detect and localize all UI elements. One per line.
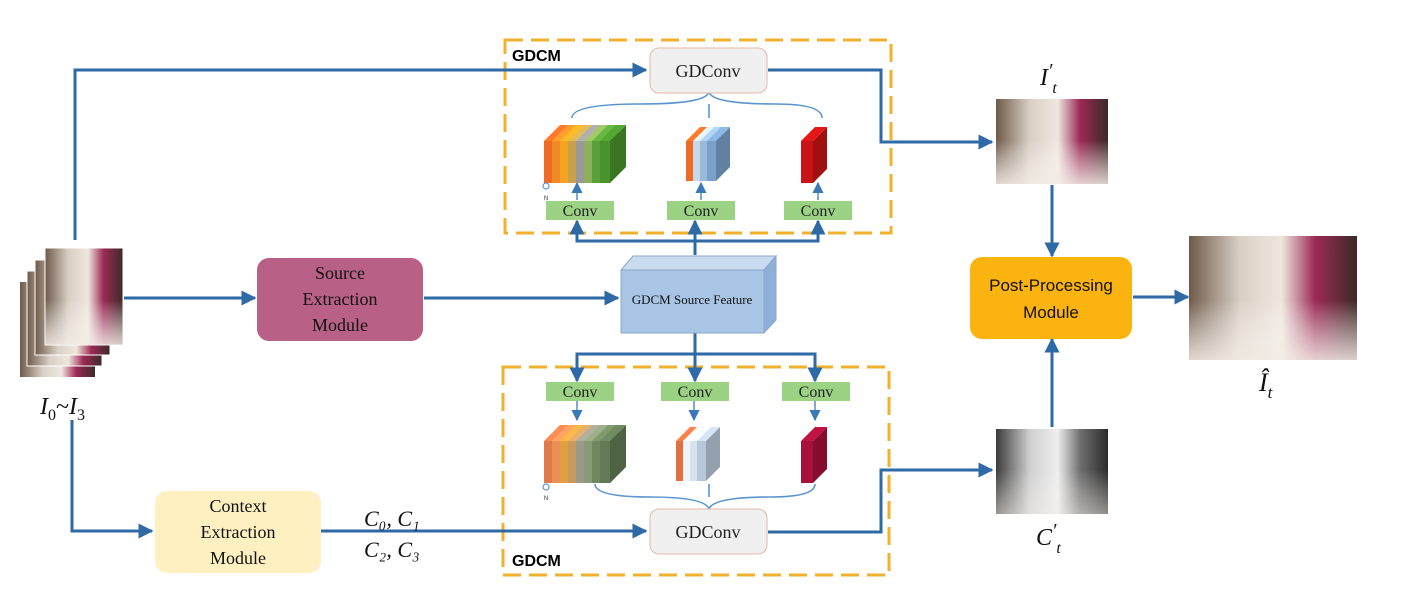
source-extraction-module: Source Extraction Module	[257, 258, 423, 341]
input-to-top-gdconv-arrow	[73, 62, 648, 240]
connections	[70, 62, 1190, 539]
svg-text:Ît: Ît	[1258, 368, 1274, 402]
top-conv-label-2: Conv	[684, 203, 719, 220]
bottom-conv-label-3: Conv	[799, 384, 834, 401]
input-label: I0~I3	[39, 394, 85, 424]
bottom-stack-large-slab-8	[600, 425, 626, 483]
bottom-conv-row: Conv Conv Conv	[546, 382, 850, 401]
top-stack-medium-slab-4	[707, 127, 730, 181]
top-gdconv-block: GDConv	[649, 47, 768, 94]
svg-text:I0~I3: I0~I3	[39, 394, 85, 424]
context-module-line2: Extraction	[201, 522, 276, 542]
context-features-row1: C₀, C₁	[364, 506, 420, 531]
feature-up-branches	[575, 221, 820, 243]
context-features-row2: C₂, C₃	[364, 537, 420, 562]
input-to-context-arrow	[70, 420, 154, 539]
source-module-line3: Module	[312, 315, 368, 335]
source-module-line1: Source	[315, 263, 365, 283]
bottom-conv-label-2: Conv	[678, 384, 713, 401]
top-conv-row: Conv Conv Conv	[546, 201, 852, 220]
svg-text:C′t: C′t	[1036, 520, 1061, 557]
final-output-image	[1189, 236, 1357, 360]
bottom-stack-small-slab-1	[801, 427, 827, 483]
context-out-label: C′t	[1036, 520, 1061, 557]
context-frame-image	[996, 429, 1108, 514]
bottom-stack-medium-slab-4	[697, 427, 720, 481]
feature-stacks	[544, 125, 827, 483]
top-stack-large-slab-8	[600, 125, 626, 183]
frame-out-label: I′t	[1039, 60, 1057, 97]
intermediate-frame-image	[996, 99, 1108, 184]
source-feature-cuboid: GDCM Source Feature	[619, 254, 778, 335]
bottom-conv-label-1: Conv	[563, 384, 598, 401]
input-frames-stack	[20, 247, 124, 377]
svg-text:I′t: I′t	[1039, 60, 1057, 97]
source-feature-label: GDCM Source Feature	[632, 292, 753, 307]
bottom-stack-mark: N	[544, 496, 548, 502]
stack-index-marks: N N	[542, 182, 550, 502]
post-module-line2: Module	[1023, 303, 1079, 322]
top-conv-label-1: Conv	[563, 203, 598, 220]
gdcm-bottom-title: GDCM	[512, 553, 561, 570]
context-module-line3: Module	[210, 548, 266, 568]
bottom-gdconv-label: GDConv	[675, 522, 740, 542]
post-module-line1: Post-Processing	[989, 276, 1113, 295]
context-module-line1: Context	[210, 496, 267, 516]
top-conv-label-3: Conv	[801, 203, 836, 220]
top-stack-mark: N	[544, 196, 548, 202]
bottom-gdconv-block: GDConv	[649, 508, 768, 555]
post-processing-module: Post-Processing Module	[970, 257, 1132, 339]
top-gdconv-label: GDConv	[675, 61, 740, 81]
context-extraction-module: Context Extraction Module	[155, 491, 321, 573]
source-module-line2: Extraction	[303, 289, 378, 309]
bottom-gdconv-to-context-arrow	[768, 462, 994, 534]
gdcm-top-title: GDCM	[512, 48, 561, 65]
top-gdconv-to-frame-arrow	[768, 68, 994, 150]
final-out-label: Ît	[1258, 368, 1274, 402]
top-stack-small-slab-1	[801, 127, 827, 183]
context-features-label: C₀, C₁ C₂, C₃	[364, 506, 420, 562]
